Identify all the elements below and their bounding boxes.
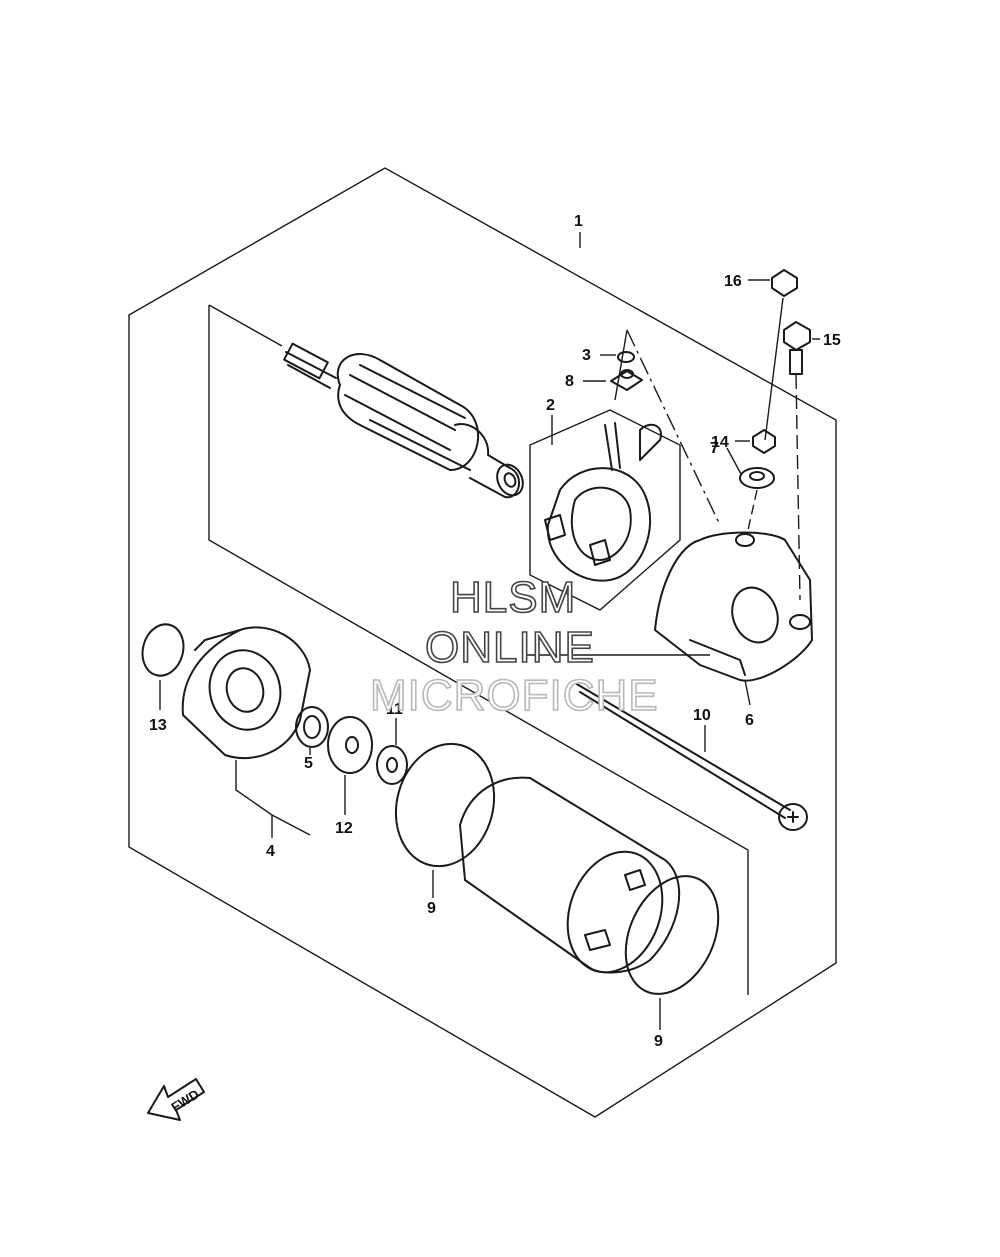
o-ring-9-rear bbox=[624, 875, 720, 995]
armature-subgroup-outline bbox=[208, 305, 749, 995]
front-cover-part bbox=[181, 626, 311, 760]
label-10: 10 bbox=[693, 707, 711, 724]
label-11: 11 bbox=[386, 701, 403, 718]
terminal-insulator-8 bbox=[610, 369, 643, 391]
label-13: 13 bbox=[149, 717, 167, 734]
o-ring-9-front bbox=[394, 742, 496, 868]
label-1: 1 bbox=[574, 213, 583, 230]
label-9-front: 9 bbox=[427, 900, 436, 917]
label-14: 14 bbox=[711, 434, 729, 451]
label-12: 12 bbox=[335, 820, 353, 837]
rear-cover-part bbox=[654, 531, 813, 682]
label-3: 3 bbox=[582, 347, 591, 364]
washer-7 bbox=[739, 467, 775, 489]
yoke-housing bbox=[459, 776, 681, 974]
o-ring-13 bbox=[141, 623, 185, 677]
fwd-label: FWD bbox=[169, 1086, 202, 1114]
label-2: 2 bbox=[546, 397, 555, 414]
brush-holder-box bbox=[529, 409, 681, 611]
nut-14 bbox=[752, 429, 776, 454]
label-4: 4 bbox=[266, 843, 275, 860]
oil-seal-5 bbox=[295, 706, 329, 748]
watermark-line-3: MICROFICHE bbox=[370, 671, 659, 720]
label-9-rear: 9 bbox=[654, 1033, 663, 1050]
label-8: 8 bbox=[565, 373, 574, 390]
label-5: 5 bbox=[304, 755, 313, 772]
fwd-arrow-icon: FWD bbox=[147, 1078, 205, 1121]
watermark-line-1: HLSM bbox=[450, 573, 576, 622]
assembly-outline bbox=[128, 167, 837, 1118]
watermark-line-2: ONLINE bbox=[425, 623, 595, 672]
through-bolt-10 bbox=[574, 682, 808, 831]
o-ring-3 bbox=[617, 351, 635, 363]
brush-holder-part bbox=[544, 422, 662, 582]
label-7: 7 bbox=[710, 440, 719, 457]
washer-12 bbox=[327, 716, 373, 774]
washer-11 bbox=[376, 745, 408, 785]
armature-part bbox=[283, 342, 524, 499]
armature-subgroup-top bbox=[208, 304, 283, 347]
label-15: 15 bbox=[823, 332, 841, 349]
label-6: 6 bbox=[745, 712, 754, 729]
label-16: 16 bbox=[724, 273, 742, 290]
bolt-15 bbox=[783, 321, 811, 375]
nut-16 bbox=[771, 269, 798, 297]
